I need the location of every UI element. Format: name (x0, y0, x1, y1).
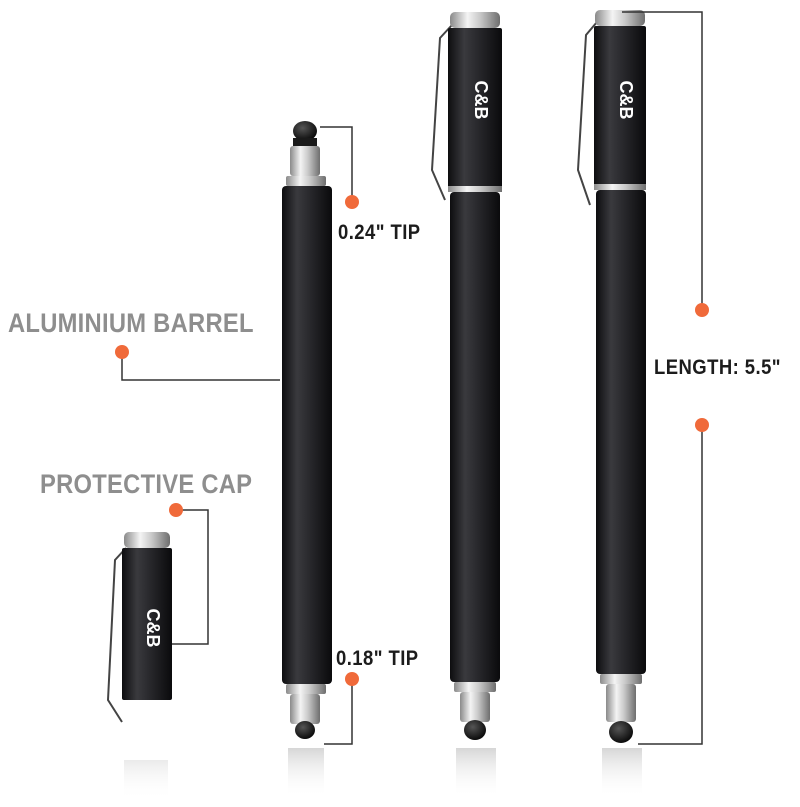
tip-bottom-label: 0.18" TIP (336, 647, 419, 670)
stylus-pen-short (282, 121, 332, 798)
dot-top-tip (345, 195, 359, 209)
cap-body-right (594, 26, 646, 186)
brand-logo-middle: C&B (471, 81, 491, 120)
pocket-clip-right (576, 21, 598, 206)
length-label: LENGTH: 5.5" (654, 356, 781, 379)
brand-logo-cap: C&B (143, 609, 163, 648)
barrel-label: ALUMINIUM BARREL (8, 308, 254, 338)
pen-barrel-short (282, 186, 332, 684)
cap-body (448, 28, 502, 188)
tip-top-label: 0.24" TIP (338, 221, 421, 244)
cap-label: PROTECTIVE CAP (40, 469, 253, 499)
callout-lines (121, 11, 703, 745)
top-tip-collar (290, 146, 320, 176)
top-rubber-tip (293, 121, 317, 141)
bottom-tip-collar (290, 694, 320, 724)
middle-rubber-tip (464, 720, 486, 740)
dot-cap (169, 503, 183, 517)
pocket-clip (430, 24, 453, 201)
pen-barrel-right (596, 190, 646, 674)
bottom-rubber-tip (295, 721, 315, 739)
dot-barrel (115, 345, 129, 359)
cap-top (450, 12, 500, 28)
brand-logo-right: C&B (616, 81, 636, 120)
cap-body-separate (122, 548, 172, 700)
dot-length-bottom (695, 418, 709, 432)
callout-dots (115, 195, 709, 686)
dot-bottom-tip (345, 672, 359, 686)
right-rubber-tip (609, 721, 633, 743)
protective-cap-illustration (106, 532, 172, 800)
stylus-pen-capped-middle (430, 12, 502, 798)
pen-barrel-middle (450, 192, 500, 682)
dot-length-top (695, 303, 709, 317)
stylus-pen-capped-right (576, 10, 646, 798)
